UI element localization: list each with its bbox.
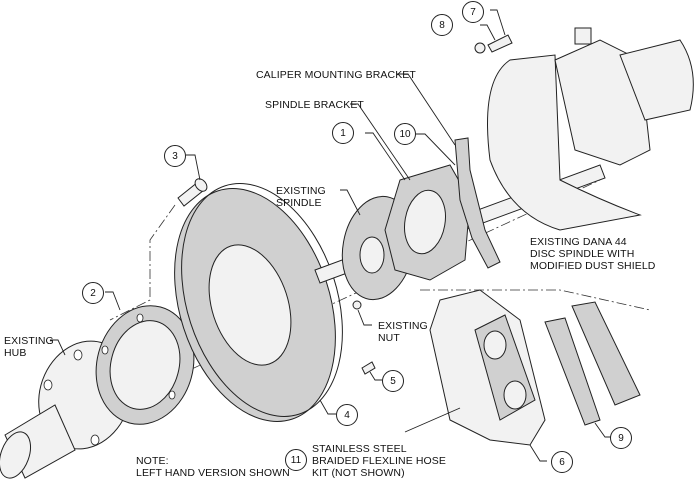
label-existing-dana: EXISTING DANA 44 DISC SPINDLE WITH MODIF… — [530, 236, 656, 272]
label-flexline: STAINLESS STEEL BRAIDED FLEXLINE HOSE KI… — [312, 443, 446, 479]
leader-caliper-mounting-bracket — [397, 73, 456, 146]
label-caliper-mounting-bracket: CALIPER MOUNTING BRACKET — [256, 69, 416, 81]
callout-3: 3 — [164, 145, 186, 167]
spindle-bracket — [454, 137, 501, 269]
brake-pads — [544, 301, 641, 426]
callout-2: 2 — [82, 282, 104, 304]
leader-spindle-bracket — [350, 103, 411, 181]
rotor — [174, 183, 343, 422]
leader-callout-10 — [416, 133, 456, 166]
hat-adapter — [95, 305, 195, 425]
callout-7: 7 — [462, 1, 484, 23]
callout-9: 9 — [610, 427, 632, 449]
callout-8: 8 — [431, 14, 453, 36]
callout-10: 10 — [394, 123, 416, 145]
bolt-5 — [361, 361, 376, 375]
callout-6: 6 — [551, 451, 573, 473]
bolt-7 — [487, 34, 513, 53]
callout-1: 1 — [332, 122, 354, 144]
leader-existing-spindle — [340, 189, 361, 216]
caliper — [429, 289, 546, 446]
leader-callout-5 — [369, 371, 382, 381]
label-spindle-bracket: SPINDLE BRACKET — [265, 99, 364, 111]
existing-nut — [352, 300, 362, 310]
stud-guide-line — [109, 204, 176, 321]
leader-existing-nut — [357, 309, 372, 326]
washer-8 — [474, 42, 486, 54]
leader-callout-3 — [186, 154, 201, 181]
label-existing-spindle: EXISTING SPINDLE — [276, 185, 326, 209]
label-existing-nut: EXISTING NUT — [378, 320, 428, 344]
leader-callout-1 — [365, 132, 406, 181]
leader-callout-6 — [529, 444, 547, 462]
leader-callout-7 — [490, 9, 506, 36]
callout-4: 4 — [336, 404, 358, 426]
caliper-mounting-bracket — [384, 164, 471, 281]
leader-callout-4 — [319, 399, 336, 415]
wheel-stud — [177, 178, 208, 207]
callout-5: 5 — [382, 370, 404, 392]
leader-callout-2 — [105, 291, 121, 311]
pad-guide-line — [420, 289, 651, 311]
caliper-pin — [404, 407, 461, 433]
label-note: NOTE: LEFT HAND VERSION SHOWN — [136, 455, 290, 479]
label-existing-hub: EXISTING HUB — [4, 335, 54, 359]
leader-callout-9 — [594, 422, 612, 438]
leader-existing-hub — [50, 339, 66, 356]
callout-11: 11 — [285, 449, 307, 471]
dana-44-spindle — [487, 27, 694, 231]
leader-callout-8 — [480, 24, 496, 41]
